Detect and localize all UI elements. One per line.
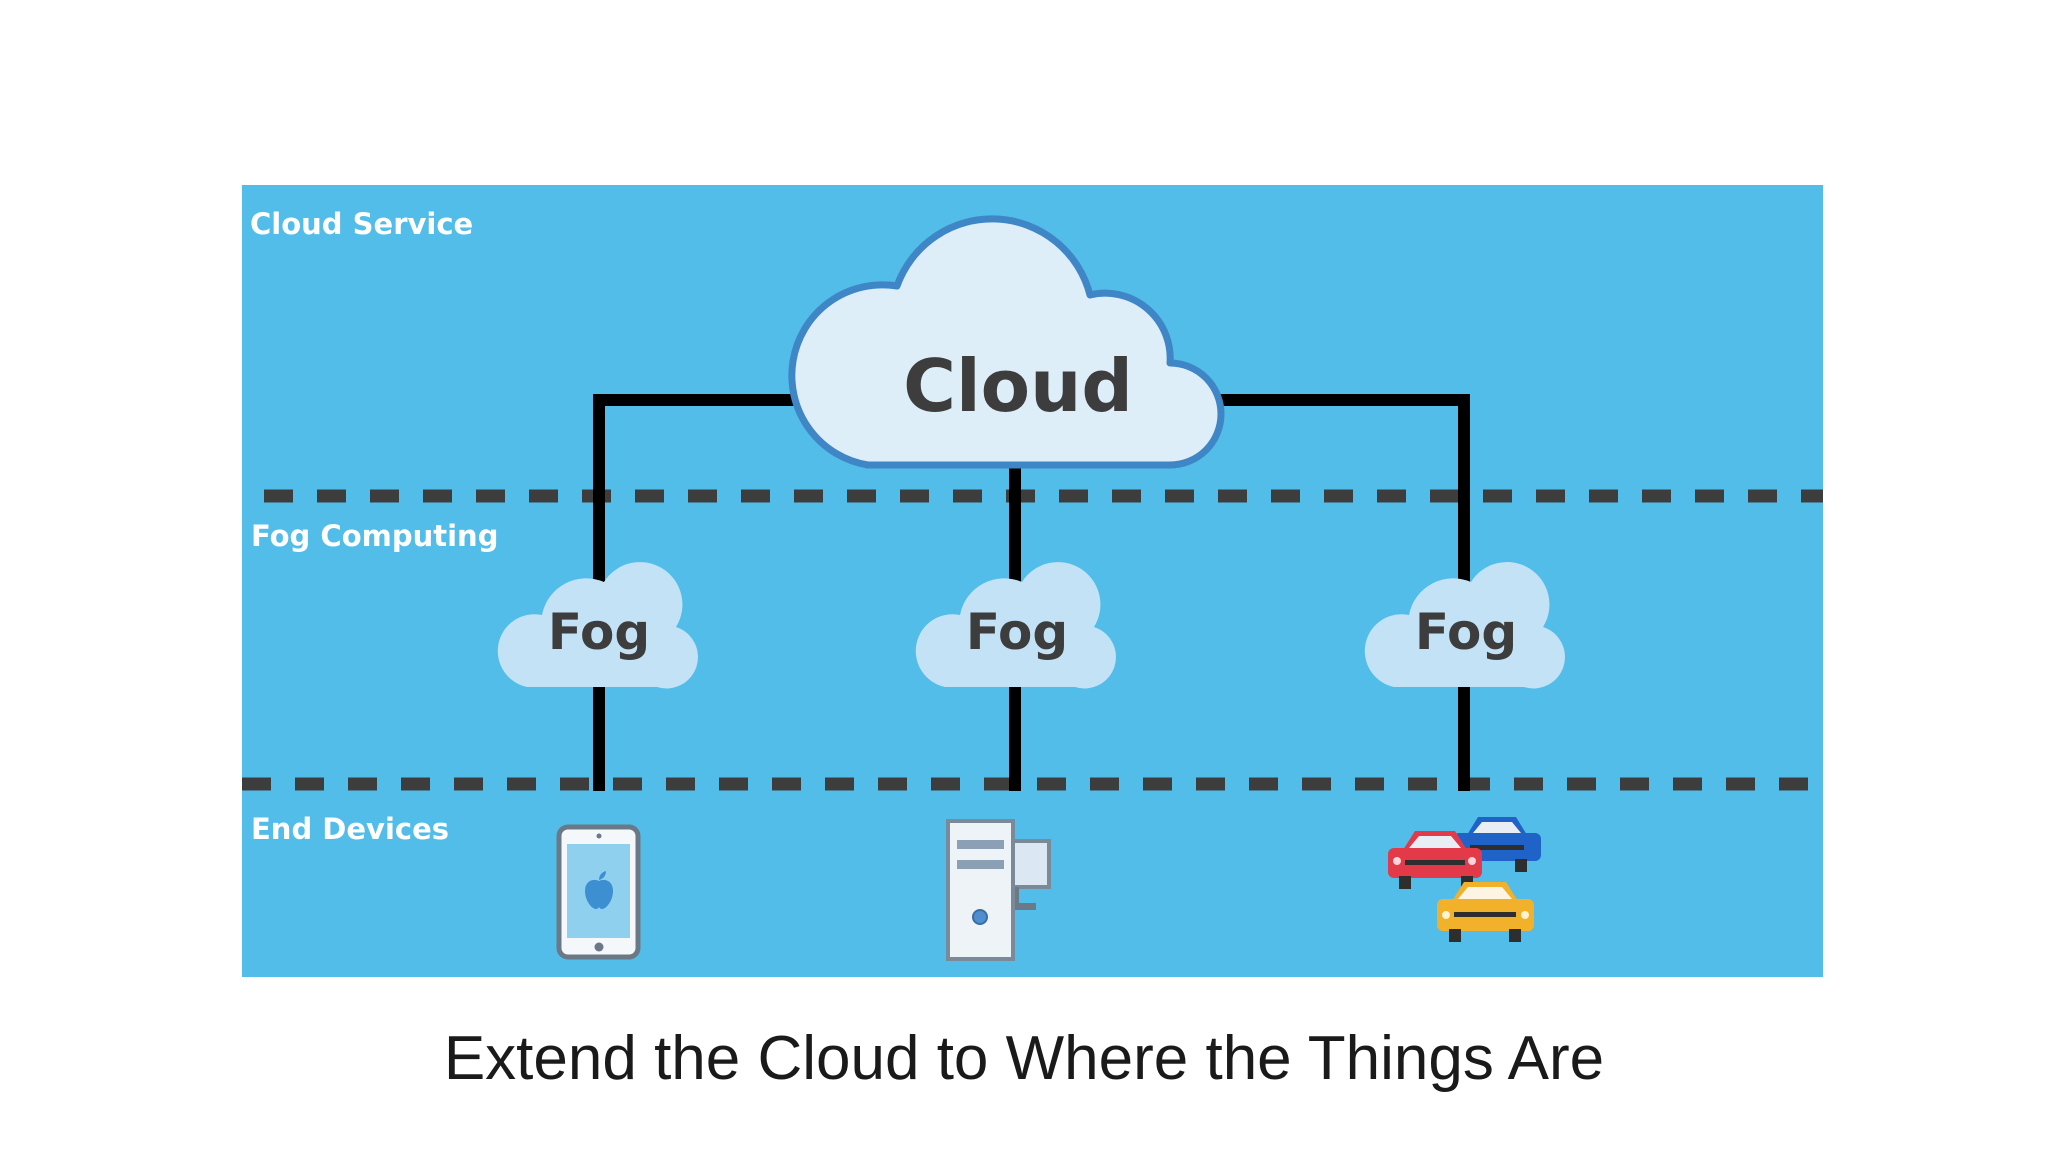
slide-caption: Extend the Cloud to Where the Things Are <box>443 1024 1605 1093</box>
layer-label-fog-computing: Fog Computing <box>251 519 498 553</box>
desktop-computer-icon <box>946 819 1051 961</box>
cars-icon <box>1388 817 1541 942</box>
cloud-shape <box>788 215 1225 469</box>
cloud-label: Cloud <box>903 344 1133 428</box>
fog-cloud-icon <box>915 562 1116 689</box>
smartphone-icon <box>556 824 641 960</box>
fog-label: Fog <box>1415 603 1517 661</box>
yellow-car-icon <box>1437 882 1534 942</box>
fog-cloud-icon <box>497 562 698 689</box>
apple-logo-icon <box>585 879 613 909</box>
fog-label: Fog <box>548 603 650 661</box>
fog-cloud-icon <box>1364 562 1565 689</box>
fog-computing-diagram: Cloud Service Fog Computing End Devices … <box>242 185 1823 977</box>
fog-node-right: Fog <box>1364 562 1565 689</box>
layer-label-cloud-service: Cloud Service <box>250 207 473 241</box>
layer-label-end-devices: End Devices <box>251 812 449 846</box>
diagram-canvas: Cloud Service Fog Computing End Devices … <box>242 185 1823 977</box>
fog-label: Fog <box>966 603 1068 661</box>
fog-node-center: Fog <box>915 562 1116 689</box>
red-car-icon <box>1388 831 1482 889</box>
cloud-icon: Cloud <box>788 215 1225 469</box>
fog-node-left: Fog <box>497 562 698 689</box>
